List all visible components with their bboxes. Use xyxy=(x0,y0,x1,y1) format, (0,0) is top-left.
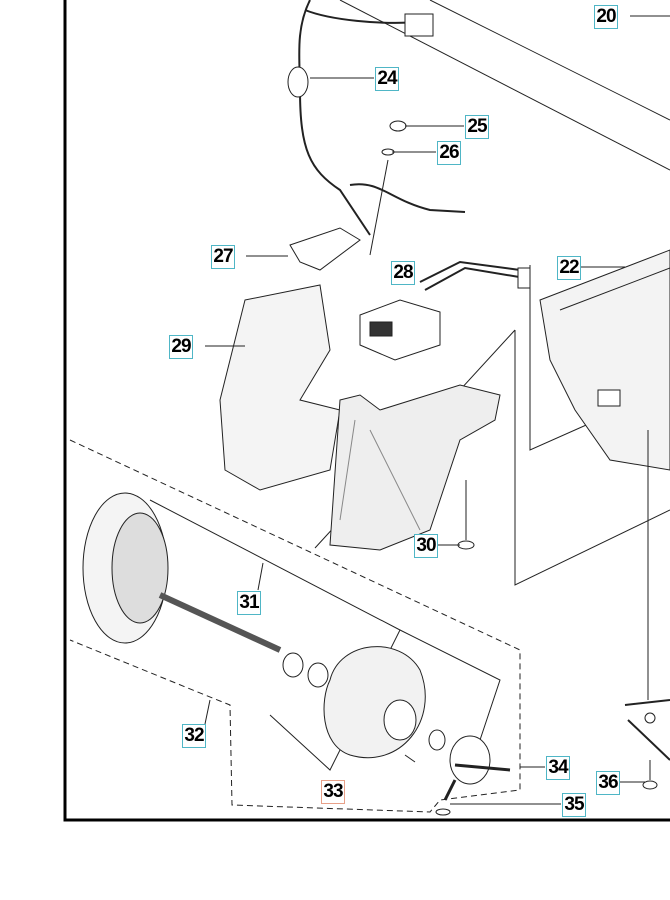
frame-border xyxy=(63,0,670,822)
callout-32[interactable]: 32 xyxy=(182,724,206,748)
callout-35[interactable]: 35 xyxy=(562,793,586,817)
switch-part xyxy=(359,299,441,361)
callout-36[interactable]: 36 xyxy=(596,771,620,795)
knob-part xyxy=(449,735,491,785)
callout-20[interactable]: 20 xyxy=(594,5,618,29)
callout-27[interactable]: 27 xyxy=(211,245,235,269)
callout-29[interactable]: 29 xyxy=(169,335,193,359)
callout-28[interactable]: 28 xyxy=(391,261,415,285)
connector-part xyxy=(404,13,434,37)
housing-cap-part xyxy=(323,646,426,759)
callout-26[interactable]: 26 xyxy=(437,141,461,165)
assembly-outline xyxy=(69,439,521,813)
callout-33-selected[interactable]: 33 xyxy=(321,780,345,804)
cover-part xyxy=(219,284,341,491)
grommet-part xyxy=(287,66,309,98)
callout-24[interactable]: 24 xyxy=(375,67,399,91)
callout-31[interactable]: 31 xyxy=(237,591,261,615)
callout-30[interactable]: 30 xyxy=(414,534,438,558)
callout-34[interactable]: 34 xyxy=(546,756,570,780)
front-cover-part xyxy=(329,384,501,551)
callout-22[interactable]: 22 xyxy=(557,256,581,280)
callout-25[interactable]: 25 xyxy=(465,115,489,139)
